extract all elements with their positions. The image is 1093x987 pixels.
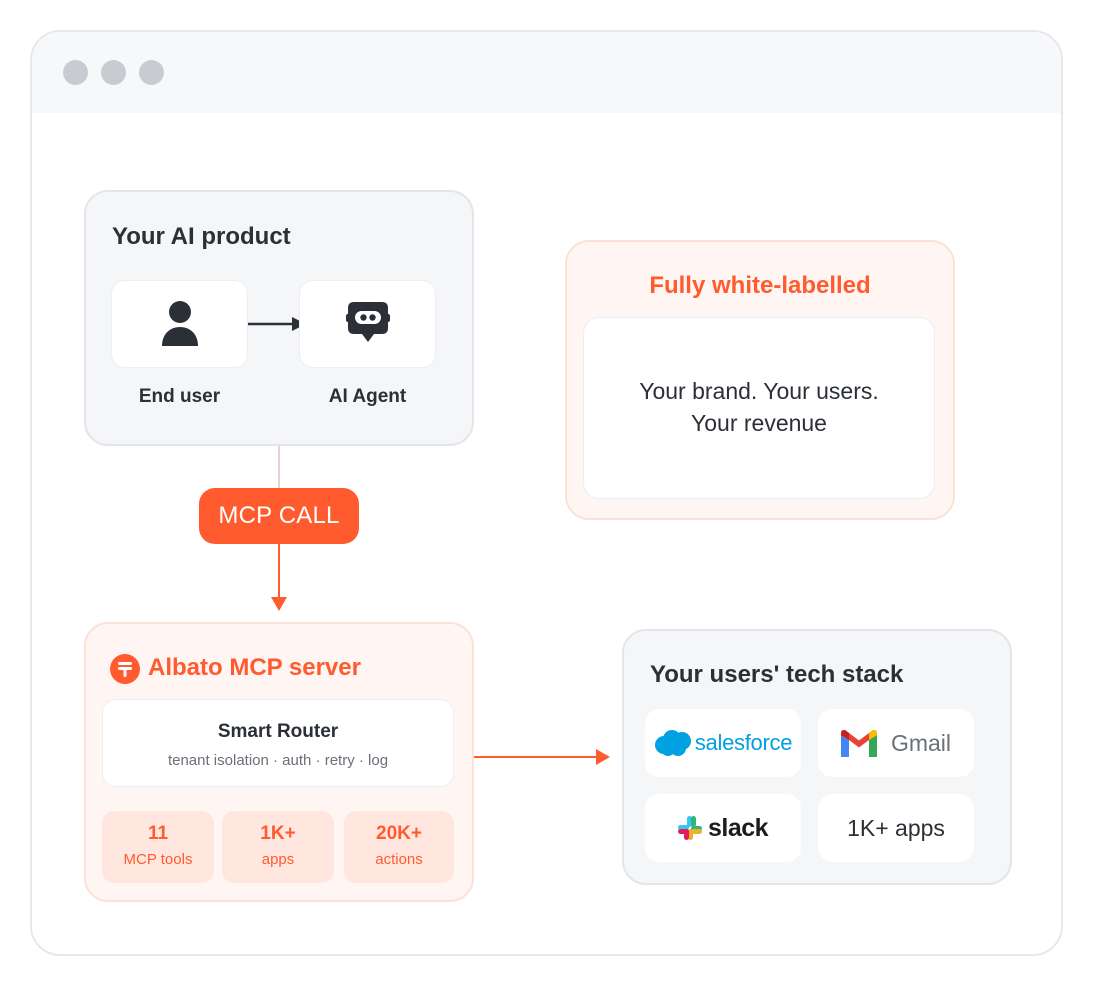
albato-server-panel: Albato MCP server Smart Router tenant is… bbox=[84, 622, 474, 902]
white-label-title: Fully white-labelled bbox=[649, 272, 871, 299]
slack-label: slack bbox=[707, 813, 769, 842]
window-dot-maximize[interactable] bbox=[139, 60, 164, 85]
stat-label: actions bbox=[375, 851, 423, 868]
arrowhead-right bbox=[596, 749, 610, 765]
gmail-label: Gmail bbox=[890, 729, 952, 756]
ai-product-panel: Your AI product End user AI Agent bbox=[84, 190, 474, 446]
white-label-line-1: Your brand. Your users. bbox=[639, 378, 879, 404]
smart-router-title: Smart Router bbox=[217, 721, 339, 742]
window-titlebar bbox=[32, 32, 1061, 113]
white-label-panel: Fully white-labelled Your brand. Your us… bbox=[565, 240, 955, 520]
tech-stack-panel: Your users' tech stack salesforce Gmail bbox=[622, 629, 1012, 885]
albato-logo-icon bbox=[110, 654, 140, 684]
gmail-icon bbox=[840, 729, 877, 757]
white-label-card: Your brand. Your users. Your revenue bbox=[583, 317, 935, 499]
ai-agent-label: AI Agent bbox=[328, 386, 407, 407]
stat-mcp-tools: 11 MCP tools bbox=[102, 811, 214, 883]
end-user-card[interactable] bbox=[111, 280, 248, 368]
stat-label: MCP tools bbox=[123, 851, 193, 868]
app-card-more-apps[interactable]: 1K+ apps bbox=[818, 794, 974, 862]
albato-title: Albato MCP server bbox=[148, 654, 361, 681]
stat-actions: 20K+ actions bbox=[344, 811, 454, 883]
window-dot-minimize[interactable] bbox=[101, 60, 126, 85]
ai-product-title: Your AI product bbox=[112, 223, 291, 250]
more-apps-label: 1K+ apps bbox=[847, 814, 945, 841]
salesforce-cloud-icon bbox=[654, 730, 691, 756]
app-card-salesforce[interactable]: salesforce bbox=[645, 709, 801, 777]
user-icon bbox=[161, 301, 198, 346]
stat-value: 20K+ bbox=[376, 823, 422, 844]
window-dot-close[interactable] bbox=[63, 60, 88, 85]
slack-icon bbox=[677, 816, 702, 840]
end-user-label: End user bbox=[138, 386, 221, 407]
smart-router-subtitle: tenant isolation · auth · retry · log bbox=[167, 752, 389, 769]
ai-agent-card[interactable] bbox=[299, 280, 436, 368]
salesforce-label: salesforce bbox=[694, 730, 793, 755]
app-card-slack[interactable]: slack bbox=[645, 794, 801, 862]
stat-apps: 1K+ apps bbox=[222, 811, 334, 883]
app-card-gmail[interactable]: Gmail bbox=[818, 709, 974, 777]
stat-label: apps bbox=[261, 851, 295, 868]
mcp-call-badge: MCP CALL bbox=[199, 488, 359, 544]
robot-icon bbox=[345, 302, 390, 342]
white-label-line-2: Your revenue bbox=[691, 410, 827, 436]
smart-router-card: Smart Router tenant isolation · auth · r… bbox=[102, 699, 454, 787]
tech-stack-title: Your users' tech stack bbox=[650, 661, 904, 688]
stat-value: 1K+ bbox=[260, 823, 296, 844]
stat-value: 11 bbox=[147, 823, 169, 844]
arrowhead-down bbox=[271, 597, 287, 611]
